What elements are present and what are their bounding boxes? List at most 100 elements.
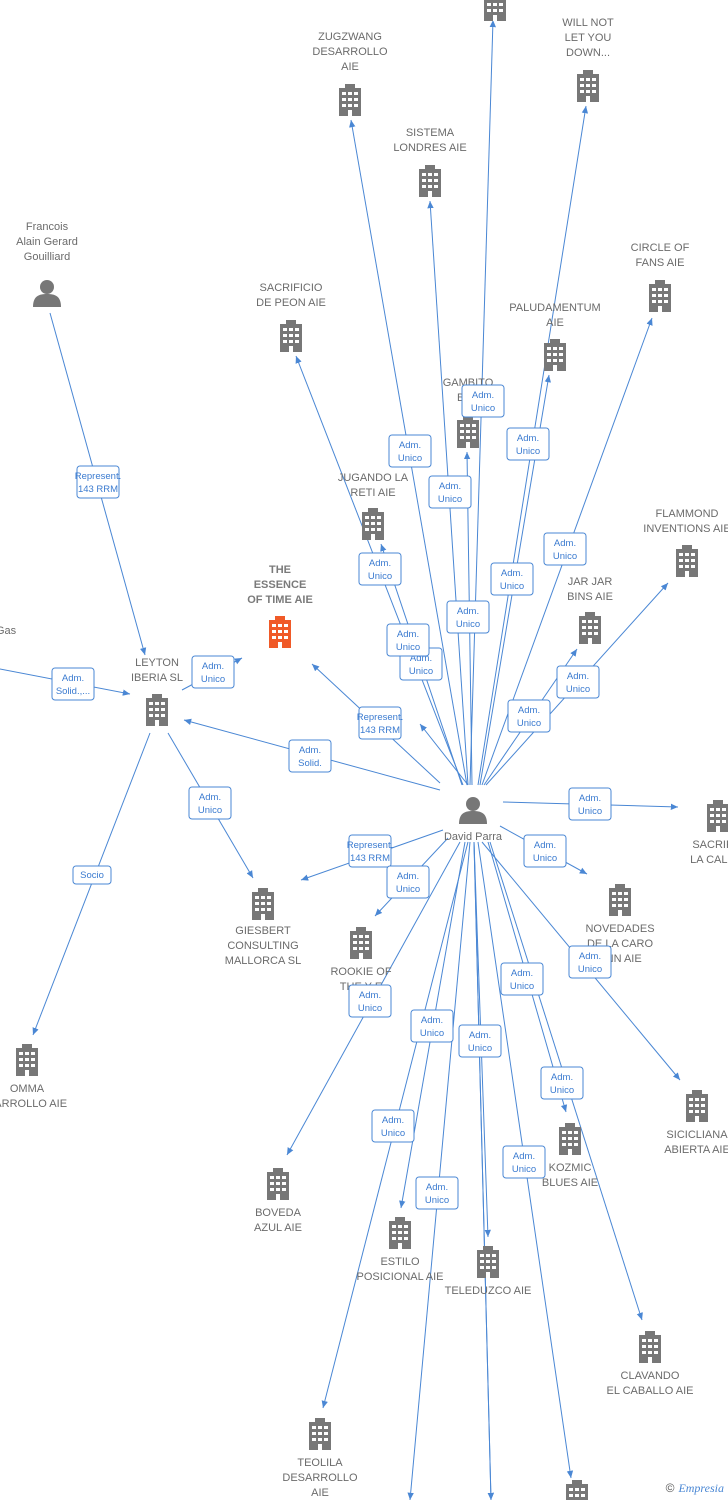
edge-label-line: Adm. [439, 481, 461, 492]
edge-label-e13[interactable]: Represent.143 RRM [357, 706, 403, 740]
edge-label-e6[interactable]: Adm.Unico [358, 552, 402, 586]
building-icon [649, 280, 671, 312]
person-icon [33, 280, 61, 307]
edge-label-e15[interactable]: Adm.Unico [568, 787, 612, 821]
edge-label-line: Represent. [357, 712, 403, 723]
edge-label-e16[interactable]: Represent.143 RRM [347, 834, 393, 868]
edge-label-e11[interactable]: Adm.Unico [507, 699, 551, 733]
edge-label-line: 143 RRM [350, 853, 390, 864]
node-label-line: THE [269, 564, 291, 576]
node-label-line: LA CALIDA [690, 854, 728, 866]
edge-label-l2[interactable]: Adm.Unico [188, 786, 232, 820]
node-label-line: RETI AIE [350, 487, 395, 499]
edge-label-line: Adm. [421, 1015, 443, 1026]
node-label-line: JUGANDO LA [338, 472, 409, 484]
edge-label-e3[interactable]: Adm.Unico [506, 427, 550, 461]
building-icon [146, 694, 168, 726]
edge-label-line: Adm. [359, 990, 381, 1001]
node-label-line: SARROLLO AIE [0, 1098, 67, 1110]
edge-label-f1[interactable]: Represent.143 RRM [75, 465, 121, 499]
edge-label-e4[interactable]: Adm.Unico [428, 475, 472, 509]
edge-label-e5[interactable]: Adm.Unico [543, 532, 587, 566]
edge-label-line: Adm. [554, 538, 576, 549]
building-icon [676, 545, 698, 577]
edge-e27 [407, 841, 471, 1500]
edge-label-g1[interactable]: Adm.Solid.,... [51, 667, 95, 701]
empresia-logo: Empresia [678, 1481, 724, 1495]
edge-label-e1[interactable]: Adm.Unico [461, 384, 505, 418]
edge-label-line: Unico [398, 453, 422, 464]
node-label-line: AIE [311, 1487, 329, 1499]
edge-label-e8[interactable]: Adm.Unico [446, 600, 490, 634]
node-label-line: PALUDAMENTUM [509, 302, 600, 314]
node-bottom-unnamed[interactable] [566, 1480, 588, 1500]
node-sacrificio-calidad[interactable]: SACRIFICLA CALIDA [690, 800, 728, 866]
edge-label-e23[interactable]: Adm.Unico [458, 1024, 502, 1058]
edge-label-e10[interactable]: Adm.Unico [556, 665, 600, 699]
edge-label-line: Adm. [399, 440, 421, 451]
edge-label-line: Unico [471, 403, 495, 414]
node-teleduzco[interactable]: TELEDUZCO AIE [445, 1246, 532, 1297]
node-label-line: AIE [341, 61, 359, 73]
node-rookie[interactable]: ROOKIE OFTHE Y E [330, 927, 392, 993]
building-icon [544, 339, 566, 371]
edge-label-line: Adm. [299, 745, 321, 756]
building-icon [707, 800, 728, 832]
node-label-line: CIRCLE OF [631, 242, 690, 254]
node-label-line: TEOLILA [297, 1457, 343, 1469]
edge-label-e24[interactable]: Adm.Unico [540, 1066, 584, 1100]
edge-label-e2[interactable]: Adm. Unico [388, 434, 432, 468]
empresia-footer[interactable]: ©Empresia [666, 1481, 724, 1496]
edge-label-e7[interactable]: Adm.Unico [490, 562, 534, 596]
node-label-line: AIE [546, 317, 564, 329]
node-label-line: DOWN... [566, 47, 610, 59]
edge-label-e26[interactable]: Adm.Unico [502, 1145, 546, 1179]
node-paludamentum[interactable]: PALUDAMENTUM AIE [509, 302, 601, 371]
edge-label-e18[interactable]: Adm.Unico [386, 865, 430, 899]
node-top-unnamed[interactable] [484, 0, 506, 21]
edge-label-line: Unico [358, 1003, 382, 1014]
node-omma[interactable]: OMMASARROLLO AIE [0, 1044, 67, 1110]
edge-label-line: Adm. [534, 840, 556, 851]
edge-label-line: Solid. [298, 758, 322, 769]
edge-label-line: Adm. [199, 792, 221, 803]
node-david[interactable]: David Parra [444, 797, 503, 843]
edge-label-e25[interactable]: Adm.Unico [371, 1109, 415, 1143]
node-gas[interactable]: Gas [0, 625, 17, 637]
node-label-line: JAR JAR [568, 576, 613, 588]
node-label-line: DE PEON AIE [256, 297, 326, 309]
edge-label-e19[interactable]: Adm. Unico [348, 984, 392, 1018]
edge-label-e27[interactable]: Adm.Unico [415, 1176, 459, 1210]
node-label-line: INVENTIONS AIE [643, 523, 728, 535]
edge-label-line: Unico [201, 674, 225, 685]
edge-label-e12[interactable]: Adm.Unico [386, 623, 430, 657]
edge-label-line: Represent. [75, 471, 121, 482]
edge-label-e14[interactable]: Adm. Solid. [288, 739, 332, 773]
edge-label-l1[interactable]: Adm.Unico [191, 655, 235, 689]
edge-label-line: Adm. [551, 1072, 573, 1083]
edge-label-line: Adm. [397, 871, 419, 882]
edge-label-e17[interactable]: Adm.Unico [523, 834, 567, 868]
edge-label-e21[interactable]: Adm.Unico [500, 962, 544, 996]
edge-label-l3[interactable]: Socio [72, 865, 112, 885]
edge-label-e22[interactable]: Adm.Unico [410, 1009, 454, 1043]
edge-label-e20[interactable]: Adm.Unico [568, 945, 612, 979]
node-jugando[interactable]: JUGANDO LA RETI AIE [338, 472, 409, 540]
